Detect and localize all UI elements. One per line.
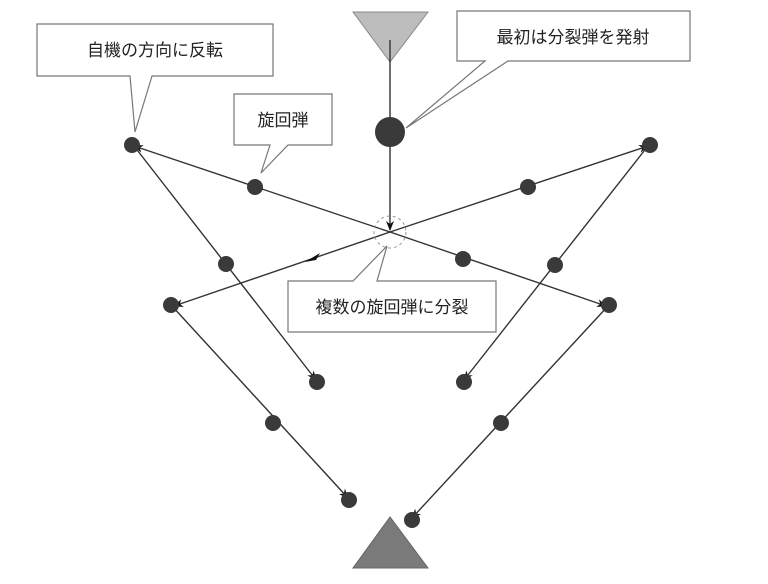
callout-homing-text: 旋回弾 (258, 111, 309, 131)
homing-bullet (520, 179, 536, 195)
callout-split-text: 複数の旋回弾に分裂 (316, 298, 469, 318)
callout-split: 複数の旋回弾に分裂 (287, 245, 497, 333)
path-right-up (389, 145, 649, 233)
homing-bullet (341, 492, 357, 508)
callout-first-shot-text: 最初は分裂弾を発射 (497, 28, 650, 48)
homing-bullet (493, 415, 509, 431)
path-right-down (389, 231, 607, 307)
path-right-return-2 (411, 305, 609, 519)
homing-bullet (547, 257, 563, 273)
homing-bullet (642, 137, 658, 153)
split-point-marker (373, 215, 407, 249)
callout-homing: 旋回弾 (233, 93, 333, 174)
split-bullet (375, 117, 405, 147)
homing-bullet (309, 374, 325, 390)
path-left-return-2 (171, 305, 349, 499)
homing-bullet (218, 256, 234, 272)
path-left-down (173, 231, 391, 307)
homing-bullet (456, 374, 472, 390)
homing-bullet (265, 415, 281, 431)
callout-reverse-text: 自機の方向に反転 (87, 41, 223, 61)
homing-bullet (163, 297, 179, 313)
mid-arrowhead (305, 253, 320, 262)
bullets (124, 117, 658, 528)
callout-reverse: 自機の方向に反転 (36, 23, 274, 133)
homing-bullet (124, 137, 140, 153)
player-triangle (352, 516, 429, 569)
callout-first-shot: 最初は分裂弾を発射 (405, 10, 691, 129)
homing-bullet (455, 251, 471, 267)
trajectories (133, 40, 649, 519)
homing-bullet (247, 179, 263, 195)
homing-bullet (601, 297, 617, 313)
enemy-triangle (352, 11, 430, 63)
homing-bullet (404, 512, 420, 528)
